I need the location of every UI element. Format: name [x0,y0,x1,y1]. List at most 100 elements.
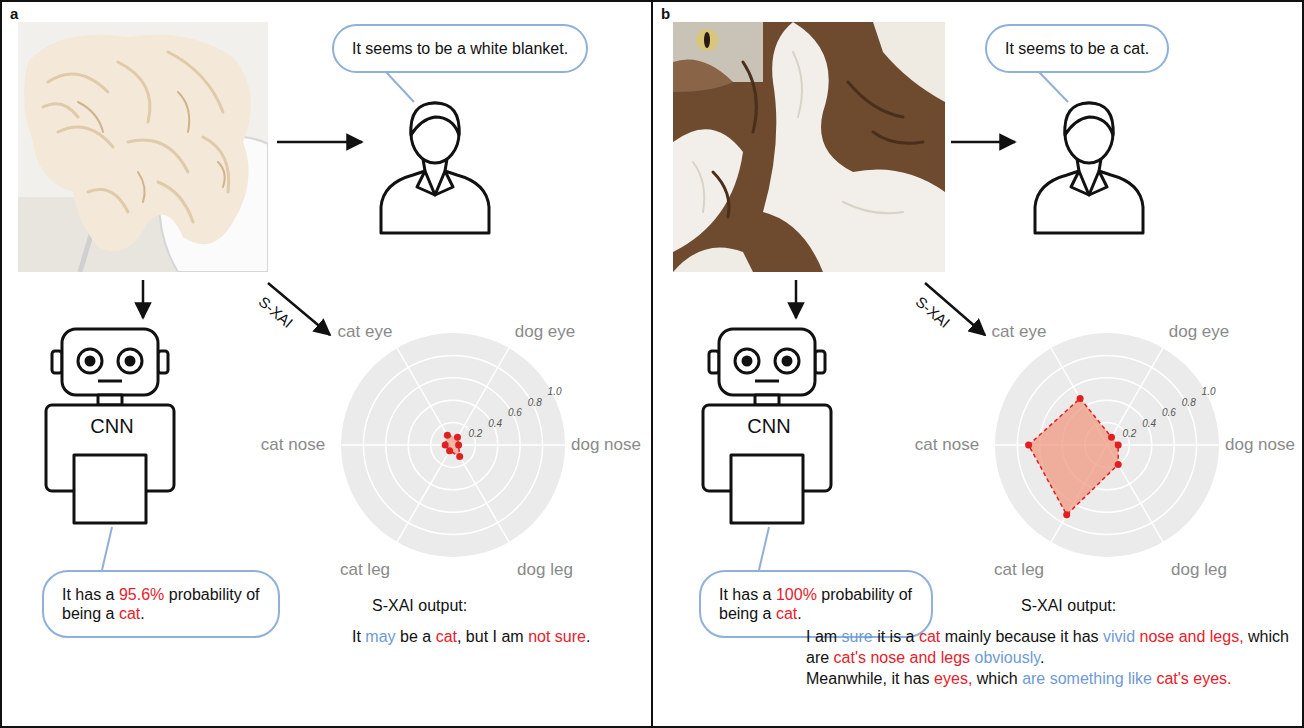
bubble-text: 95.6% [119,586,164,603]
drawing-part [719,329,815,395]
drawing-part [1115,461,1122,468]
flow-arrow [142,280,145,318]
drawing-part [381,171,489,233]
person-icon [1035,103,1143,233]
bubble-text: It has a [62,586,114,603]
drawing-part [1108,434,1115,441]
leader-line [386,72,414,102]
drawing-part [755,380,779,383]
drawing-part [456,453,463,460]
explanation-segment: cat's nose and legs [834,649,970,666]
drawing-part [735,349,759,373]
drawing-part [43,52,229,222]
speech-bubble: It has a 100% probability of being a cat… [699,570,933,638]
axis-label: cat leg [994,560,1044,580]
radar-chart [341,333,565,557]
robot-model: CNN [699,327,839,527]
text-line: I am sure it is a cat mainly because it … [806,626,1298,668]
drawing-part [48,74,108,92]
drawing-part [442,442,449,449]
drawing-part [704,32,710,48]
axis-label: dog eye [515,322,576,342]
drawing-part [43,104,78,117]
tick-label: 0.8 [528,396,542,407]
drawing-part [995,348,1219,542]
method-label: S-XAI [913,293,954,331]
drawing-part [696,29,718,51]
drawing-part [1065,103,1113,163]
blanket-photo [18,22,268,272]
drawing-part [848,82,903,117]
drawing-part [78,92,225,202]
drawing-part [18,22,268,272]
explanation-segment: cat [436,628,457,645]
text-line: Meanwhile, it has eyes, which are someth… [806,668,1298,689]
drawing-part [693,162,704,212]
bubble-text: 100% [776,586,817,603]
panel-frame: bIt seems to be a cat.CNNIt has a 100% p… [651,0,1304,728]
drawing-part [1065,103,1113,135]
drawing-part [126,357,134,365]
method-label: S-XAI [256,293,297,331]
explanation-segment: I am [806,628,837,645]
drawing-part [58,127,113,147]
speech-bubble: It has a 95.6% probability of being a ca… [42,570,280,638]
drawing-part [775,349,799,373]
drawing-part [397,348,509,542]
drawing-part [1071,171,1107,195]
drawing-part [731,455,803,523]
panel-letter: a [10,5,18,22]
axis-label: cat eye [992,322,1047,342]
drawing-part [411,103,459,135]
explanation-text: I am sure it is a cat mainly because it … [806,626,1298,689]
drawing-part [78,102,103,132]
drawing-part [713,62,923,217]
drawing-part [78,349,102,373]
drawing-part [1025,442,1032,449]
drawing-part [783,357,791,365]
drawing-part [743,357,751,365]
drawing-part [442,432,464,460]
explanation-segment: . [586,628,590,645]
bubble-text: It seems to be a white blanket. [352,40,568,57]
drawing-part [713,172,729,217]
leader-connector [102,527,112,570]
drawing-part [341,333,565,557]
tick-label: 0.4 [1142,417,1156,428]
drawing-part [793,52,802,117]
explanation-segment: mainly because it has [945,628,1099,645]
flow-arrow [795,280,798,318]
explanation-segment: may [365,628,395,645]
drawing-part [693,52,903,213]
axis-label: dog leg [517,560,573,580]
drawing-part [1029,398,1119,514]
drawing-part [873,22,945,102]
output-title: S-XAI output: [372,597,467,615]
flow-arrow [951,141,1015,144]
bubble-text: . [140,605,144,622]
tick-label: 1.0 [548,386,562,397]
tick-label: 0.8 [1182,396,1196,407]
tick-label: 0.6 [1162,407,1176,418]
drawing-part [455,442,462,449]
robot-model: CNN [42,327,182,527]
axis-label: dog nose [571,435,641,455]
drawing-part [178,92,189,132]
tick-label: 0.2 [468,428,482,439]
explanation-segment: it is a [877,628,914,645]
bubble-text: cat [776,605,797,622]
drawing-part [218,162,225,187]
drawing-part [444,432,451,439]
drawing-part [673,60,733,93]
panel-frame: a It seems to be a white blanket. CNN It ha… [0,0,653,728]
drawing-part [168,52,223,112]
explanation-segment: eyes, [934,670,972,687]
drawing-part [88,190,128,213]
axis-label: cat eye [338,322,393,342]
explanation-segment: be a [400,628,431,645]
drawing-part [454,434,461,441]
drawing-part [341,348,565,542]
tick-label: 1.0 [1202,386,1216,397]
cat-photo [673,22,945,272]
